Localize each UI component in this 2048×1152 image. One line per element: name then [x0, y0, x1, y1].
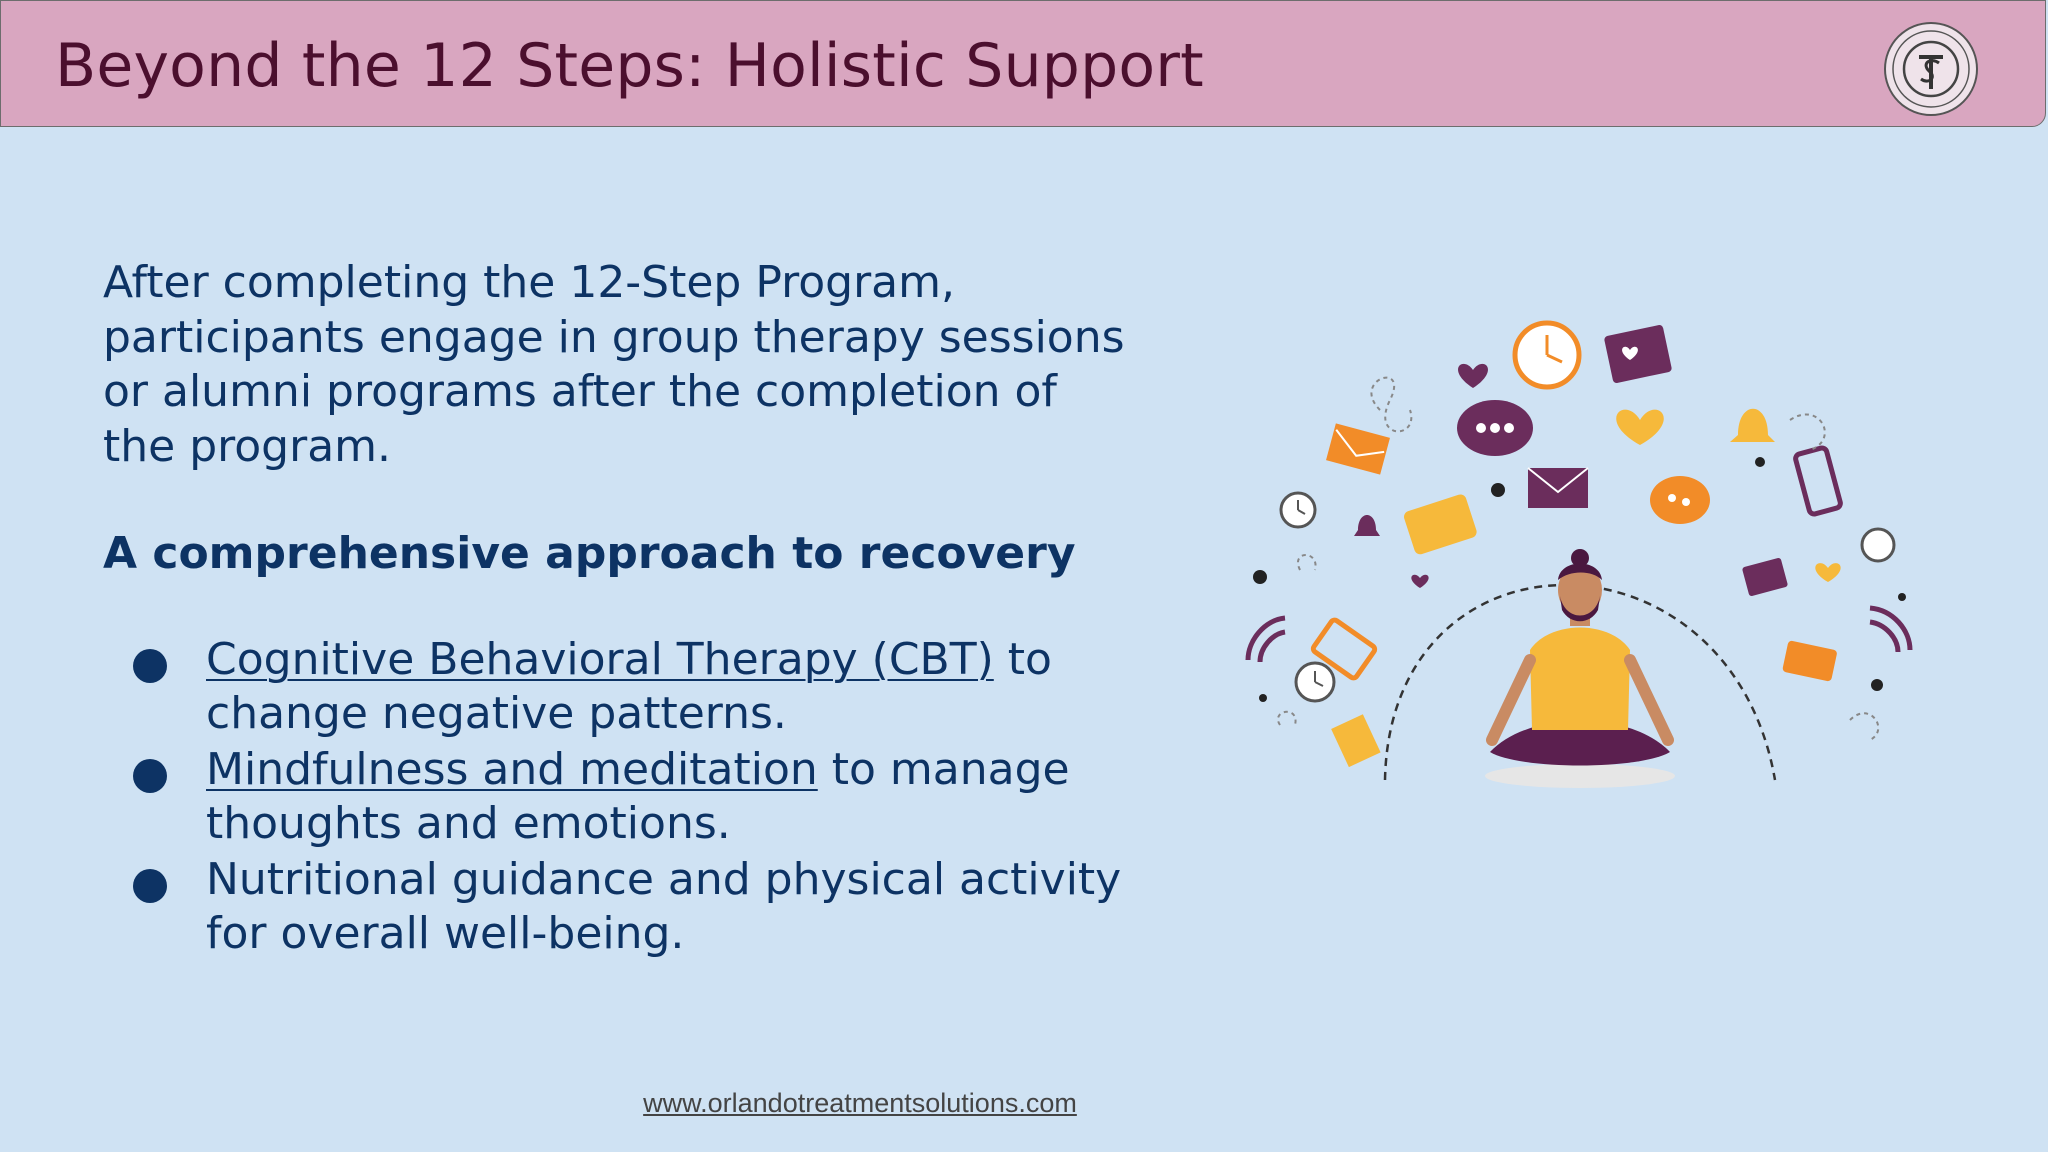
- bullet-text: Nutritional guidance and physical activi…: [206, 854, 1122, 959]
- bullet-dot: [133, 869, 167, 903]
- clock-icon: [1860, 527, 1896, 563]
- slide-title: Beyond the 12 Steps: Holistic Support: [55, 31, 1204, 101]
- chat-bubble-icon: [1782, 640, 1837, 682]
- website-url[interactable]: www.orlandotreatmentsolutions.com: [643, 1088, 1077, 1118]
- slide-body: After completing the 12-Step Program, pa…: [103, 256, 1143, 961]
- envelope-icon: [1527, 467, 1589, 508]
- bullet-item-cbt: Cognitive Behavioral Therapy (CBT) to ch…: [103, 633, 1143, 741]
- clock-icon: [1512, 320, 1582, 390]
- tablet-icon: [1310, 617, 1378, 681]
- notification-icon: [1604, 325, 1672, 383]
- bell-icon: [1354, 515, 1380, 536]
- chat-bubble-icon: [1457, 400, 1533, 456]
- heart-icon: [1411, 574, 1429, 588]
- phone-icon: [1793, 445, 1843, 517]
- mindfulness-link[interactable]: Mindfulness and meditation: [206, 744, 818, 795]
- bell-icon: [1730, 408, 1775, 442]
- bullet-item-nutrition: Nutritional guidance and physical activi…: [103, 853, 1143, 961]
- wifi-icon: [1245, 615, 1286, 663]
- heart-icon: [1458, 363, 1488, 388]
- intro-paragraph: After completing the 12-Step Program, pa…: [103, 257, 1125, 472]
- chat-bubble-icon: [1650, 476, 1710, 524]
- bullet-dot: [133, 649, 167, 683]
- cbt-link[interactable]: Cognitive Behavioral Therapy (CBT): [206, 634, 994, 685]
- bullet-text: to change negative patterns.: [206, 634, 1052, 739]
- meditation-illustration: [1245, 320, 1913, 788]
- section-heading: A comprehensive approach to recovery: [103, 528, 1076, 579]
- heart-icon: [1815, 563, 1841, 582]
- bullet-text: to manage thoughts and emotions.: [206, 744, 1070, 849]
- bullet-list: Cognitive Behavioral Therapy (CBT) to ch…: [103, 633, 1143, 961]
- wifi-icon: [1869, 605, 1913, 653]
- meditating-person-icon: [1486, 549, 1674, 766]
- bullet-item-mindfulness: Mindfulness and meditation to manage tho…: [103, 743, 1143, 851]
- title-bar: Beyond the 12 Steps: Holistic Support: [0, 0, 2046, 127]
- heart-icon: [1616, 409, 1664, 445]
- notification-icon: [1742, 558, 1788, 596]
- clock-icon: [1294, 661, 1336, 703]
- company-seal-icon: [1884, 22, 1978, 116]
- envelope-icon: [1326, 423, 1390, 475]
- bullet-dot: [133, 759, 167, 793]
- clock-icon: [1279, 491, 1317, 529]
- chat-bubble-icon: [1404, 494, 1477, 555]
- envelope-icon: [1331, 714, 1381, 768]
